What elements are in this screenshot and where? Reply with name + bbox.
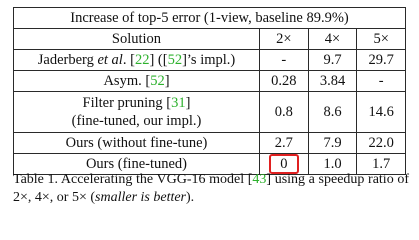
solution-text: Jaderberg [37,51,98,68]
solution-text: ]’s impl.) [182,51,236,68]
solution-cell: Filter pruning [31] (fine-tuned, our imp… [13,91,260,133]
value-5x: 29.7 [356,49,406,71]
solution-cell: Ours (fine-tuned) [13,153,260,175]
highlighted-value: 0 [268,154,299,174]
citation-link[interactable]: 43 [252,172,267,187]
caption-text: Table 1. Accelerating the VGG-16 model [ [13,172,253,187]
table-caption: Table 1. Accelerating the VGG-16 model [… [13,171,409,207]
header-4x: 4× [307,28,358,50]
solution-text: ] [185,95,191,111]
value-2x: - [258,49,309,71]
header-2x: 2× [258,28,309,50]
value-4x: 9.7 [307,49,358,71]
solution-text: ] [164,72,170,89]
caption-text: ] using a speedup ratio of 2×, 4×, or 5×… [13,172,409,205]
solution-cell: Asym. [52] [13,70,260,92]
table-title-row: Increase of top-5 error (1-view, baselin… [13,7,406,29]
value-2x: 0.28 [258,70,309,92]
caption-text: ). [186,190,195,205]
table-header-row: Solution 2× 4× 5× [13,28,406,50]
solution-text: Asym. [ [103,72,151,89]
solution-text: . [ [122,51,135,68]
table-row: Asym. [52] 0.28 3.84 - [13,70,406,92]
value-2x: 2.7 [258,132,309,154]
value-5x: 22.0 [356,132,406,154]
citation-link[interactable]: 52 [167,51,183,68]
solution-text: ] ([ [149,51,168,68]
solution-line-2: (fine-tuned, our impl.) [71,113,202,129]
solution-etal: et al [97,51,123,68]
solution-text: Filter pruning [ [82,95,172,111]
header-5x: 5× [356,28,406,50]
header-solution: Solution [13,28,260,50]
table-row: Jaderberg et al. [22] ([52]’s impl.) - 9… [13,49,406,71]
value-4x: 3.84 [307,70,358,92]
value-5x: 14.6 [356,91,406,133]
value-4x: 7.9 [307,132,358,154]
solution-cell: Jaderberg et al. [22] ([52]’s impl.) [13,49,260,71]
table-title: Increase of top-5 error (1-view, baselin… [13,7,406,29]
value-5x: - [356,70,406,92]
solution-cell: Ours (without fine-tune) [13,132,260,154]
caption-italic: smaller is better [95,190,187,205]
value-2x: 0.8 [258,91,309,133]
results-table: Increase of top-5 error (1-view, baselin… [13,7,406,175]
value-4x: 1.0 [307,153,358,175]
table-row: Ours (fine-tuned) 0 1.0 1.7 [13,153,406,175]
citation-link[interactable]: 31 [171,95,186,111]
value-4x: 8.6 [307,91,358,133]
table-row: Filter pruning [31] (fine-tuned, our imp… [13,91,406,133]
solution-line-1: Filter pruning [31] [14,94,259,112]
citation-link[interactable]: 52 [150,72,165,89]
value-5x: 1.7 [356,153,406,175]
citation-link[interactable]: 22 [134,51,150,68]
value-2x: 0 [258,153,309,175]
table-row: Ours (without fine-tune) 2.7 7.9 22.0 [13,132,406,154]
results-table-container: Increase of top-5 error (1-view, baselin… [13,7,406,175]
